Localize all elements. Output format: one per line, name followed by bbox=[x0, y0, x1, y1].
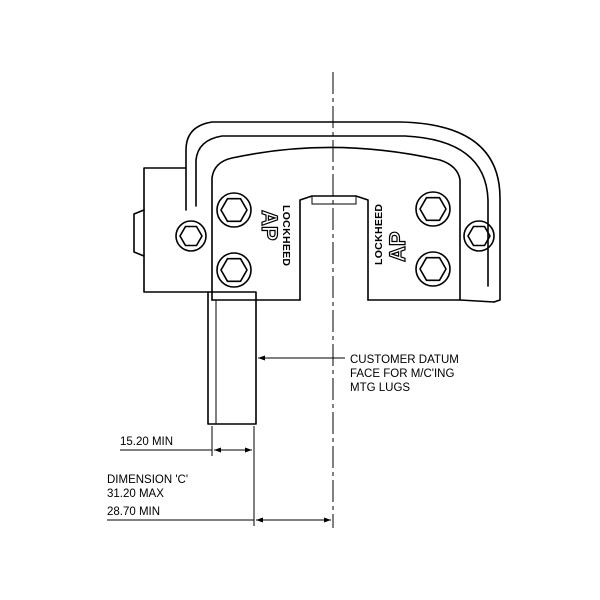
bleed-nut-left bbox=[175, 220, 207, 252]
bolt-lower-left bbox=[216, 252, 252, 288]
dim-width-min: 15.20 MIN bbox=[120, 436, 173, 448]
dim-c-max: 31.20 MAX bbox=[107, 488, 164, 500]
bolt-lower-right bbox=[415, 251, 451, 287]
bracket-plate bbox=[211, 146, 461, 301]
housing-inner-profile bbox=[195, 135, 489, 287]
datum-callout-line2: FACE FOR M/C'ING bbox=[350, 368, 454, 380]
dim-c-min: 28.70 MIN bbox=[107, 506, 160, 518]
bleed-nut-right bbox=[463, 220, 495, 252]
body-bottom-edge bbox=[211, 299, 495, 303]
central-slot bbox=[299, 195, 369, 301]
left-logo: AP bbox=[257, 210, 282, 241]
datum-callout-line3: MTG LUGS bbox=[350, 382, 410, 394]
right-brand-text: LOCKHEED bbox=[373, 204, 385, 265]
mounting-lug bbox=[207, 291, 257, 425]
slot-inner-line bbox=[311, 196, 357, 205]
bolt-upper-left bbox=[216, 192, 252, 228]
left-housing-step bbox=[143, 167, 209, 293]
datum-callout-line1: CUSTOMER DATUM bbox=[350, 354, 459, 366]
housing-outer-profile bbox=[185, 121, 501, 303]
left-brand-text: LOCKHEED bbox=[280, 205, 292, 266]
right-logo: AP bbox=[385, 231, 410, 262]
dim-c-title: DIMENSION 'C' bbox=[107, 474, 188, 486]
bolt-upper-right bbox=[415, 191, 451, 227]
left-nub bbox=[133, 209, 145, 257]
